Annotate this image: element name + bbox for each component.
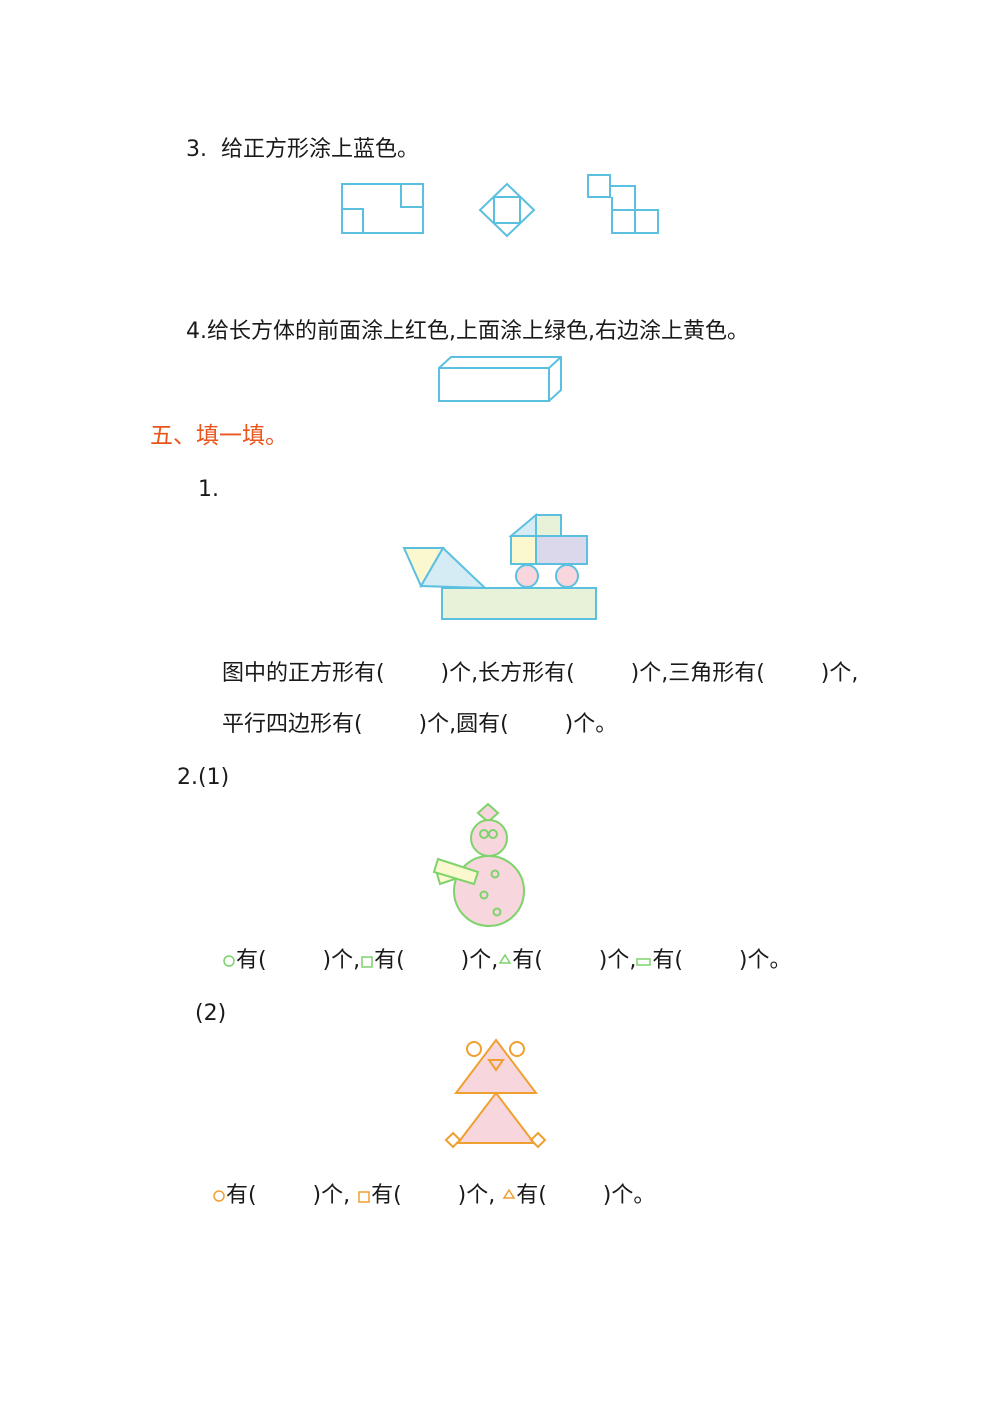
diamond-figure [478,182,536,238]
p2-sub2: (2) [195,1001,227,1026]
row1-seg3: 有( )个, [512,948,637,973]
section-title: 五、填一填。 [150,423,288,449]
p1-number: 1. [198,477,219,502]
q4-text: 4.给长方体的前面涂上红色,上面涂上绿色,右边涂上黄色。 [186,319,749,344]
triangle-icon [498,953,512,964]
row1-seg2: 有( )个, [374,948,499,973]
p1-line2: 平行四边形有( )个,圆有( )个。 [222,712,618,737]
cuboid-figure [438,356,562,402]
q3-shapes [341,174,659,238]
row2-seg1: 有( )个, [226,1183,358,1208]
truck-figure [402,512,597,620]
circle-icon [223,955,235,967]
row1-seg1: 有( )个, [236,948,361,973]
staircase-figure [587,174,659,234]
row2-seg2: 有( )个, [371,1183,503,1208]
square-icon [361,956,373,968]
row2-seg3: 有( )个。 [516,1183,656,1208]
row1-seg4: 有( )个。 [652,948,792,973]
p1-line1: 图中的正方形有( )个,长方形有( )个,三角形有( )个, [222,661,859,686]
p2-row2: 有( )个, 有( )个, 有( )个。 [212,1183,655,1209]
q3-text: 3. 给正方形涂上蓝色。 [186,137,419,162]
triangle-icon [502,1188,516,1199]
composite-rect-figure [341,183,424,234]
square-icon [358,1191,370,1203]
rectangle-icon [636,958,652,966]
triangle-bird-figure [444,1038,547,1149]
circle-icon [213,1190,225,1202]
p2-number: 2.(1) [177,765,230,790]
snowman-figure [432,802,525,927]
p2-row1: 有( )个, 有( )个, 有( )个, 有( )个。 [222,948,791,974]
